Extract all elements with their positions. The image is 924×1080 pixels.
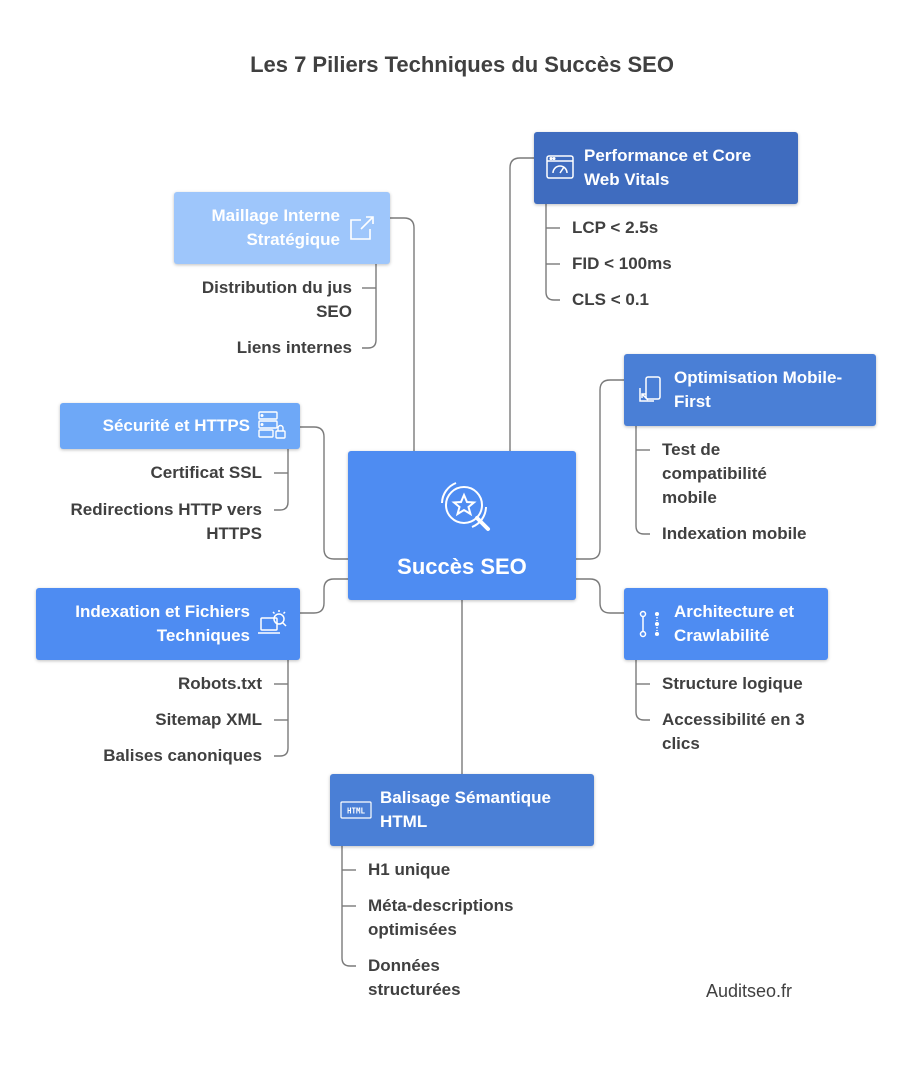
svg-text:HTML: HTML — [347, 807, 366, 816]
hierarchy-icon — [639, 610, 660, 638]
balisage-item-meta: Méta-descriptions optimisées — [368, 896, 514, 939]
center-label: Succès SEO — [397, 554, 527, 579]
indexation-item-sitemap: Sitemap XML — [155, 710, 262, 729]
pillar-performance-label: Performance et Core Web Vitals — [584, 146, 752, 189]
pillar-maillage[interactable]: Maillage Interne Stratégique — [174, 192, 390, 264]
maillage-item-distribution: Distribution du jus SEO — [201, 278, 352, 321]
speedometer-window-icon — [546, 155, 574, 179]
balisage-item-donnees: Données structurées — [368, 956, 461, 999]
indexation-item-canoniques: Balises canoniques — [103, 746, 262, 765]
performance-item-cls: CLS < 0.1 — [572, 290, 650, 309]
pillar-performance[interactable]: Performance et Core Web Vitals — [534, 132, 798, 204]
architecture-item-structure: Structure logique — [662, 674, 803, 693]
performance-item-lcp: LCP < 2.5s — [572, 218, 659, 237]
pillar-architecture-label: Architecture et Crawlabilité — [674, 602, 794, 645]
mobile-item-test: Test de compatibilité mobile — [662, 440, 767, 507]
indexation-item-robots: Robots.txt — [177, 674, 262, 693]
balisage-item-h1: H1 unique — [368, 860, 451, 879]
maillage-item-liens: Liens internes — [236, 338, 352, 357]
performance-item-fid: FID < 100ms — [572, 254, 672, 273]
pillar-architecture[interactable]: Architecture et Crawlabilité — [624, 588, 828, 660]
architecture-item-accessibilite: Accessibilité en 3 clics — [662, 710, 805, 753]
pillar-balisage-label: Balisage Sémantique HTML — [380, 788, 552, 831]
pillar-balisage[interactable]: HTML Balisage Sémantique HTML — [330, 774, 594, 846]
pillar-securite-label: Sécurité et HTTPS — [102, 416, 250, 435]
external-link-icon — [350, 216, 374, 240]
page-title: Les 7 Piliers Techniques du Succès SEO — [250, 52, 674, 77]
mobile-resize-icon — [639, 376, 661, 402]
mobile-item-indexation: Indexation mobile — [662, 524, 807, 543]
server-lock-icon — [258, 411, 286, 439]
center-node: Succès SEO — [348, 451, 576, 600]
pillar-maillage-label: Maillage Interne Stratégique — [211, 206, 340, 249]
pillar-securite[interactable]: Sécurité et HTTPS — [60, 403, 300, 449]
laptop-search-icon — [258, 610, 287, 634]
securite-item-redirections: Redirections HTTP vers HTTPS — [70, 500, 262, 543]
pillar-mobile-label: Optimisation Mobile-First — [674, 368, 843, 411]
securite-item-ssl: Certificat SSL — [150, 463, 262, 482]
star-search-icon — [441, 482, 490, 531]
pillar-mobile[interactable]: Optimisation Mobile-First — [624, 354, 876, 426]
pillar-indexation-label: Indexation et Fichiers Techniques — [75, 602, 250, 645]
pillar-indexation[interactable]: Indexation et Fichiers Techniques — [36, 588, 300, 660]
html-icon: HTML — [340, 801, 372, 819]
footer-brand: Auditseo.fr — [706, 981, 793, 1001]
